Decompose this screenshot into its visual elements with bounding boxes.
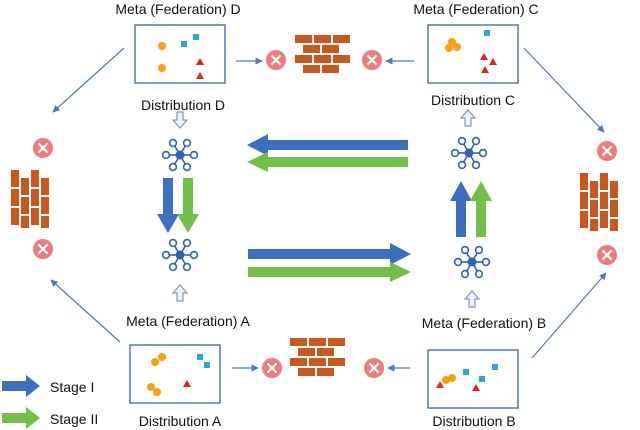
x-circle-icon <box>31 136 55 160</box>
brick-wall-icon <box>11 170 49 228</box>
small-down-arrow-icon <box>172 111 188 129</box>
meta-label-c: Meta (Federation) C <box>413 1 538 17</box>
x-circle-icon <box>31 237 55 261</box>
small-up-arrow-icon <box>460 109 476 127</box>
stage2-arrow <box>177 178 199 233</box>
legend: Stage I Stage II <box>2 375 98 429</box>
network-hub-icon <box>450 136 488 170</box>
stage1-arrow <box>247 134 408 156</box>
stage1-arrow <box>157 178 179 233</box>
legend-stage2-swatch <box>2 407 40 429</box>
x-circle-icon <box>362 356 386 380</box>
distribution-label-b: Distribution B <box>432 413 515 429</box>
x-circle-icon <box>260 356 284 380</box>
brick-wall-icon <box>295 35 350 73</box>
x-circle-icon <box>264 48 288 72</box>
distribution-label-c: Distribution C <box>431 92 515 108</box>
x-circle-icon <box>595 243 619 267</box>
legend-stage2-label: Stage II <box>50 411 98 427</box>
distribution-box-c <box>427 24 519 84</box>
meta-label-a: Meta (Federation) A <box>126 313 250 329</box>
meta-label-b: Meta (Federation) B <box>422 315 547 331</box>
network-hub-icon <box>161 138 199 172</box>
x-circle-icon <box>360 48 384 72</box>
meta-label-d: Meta (Federation) D <box>115 1 240 17</box>
distribution-label-d: Distribution D <box>141 97 225 113</box>
stage1-arrow <box>248 243 411 265</box>
flow-arrows <box>50 47 607 372</box>
distribution-box-a <box>129 344 221 404</box>
stage2-arrow <box>470 181 492 237</box>
distribution-box-d <box>134 24 226 84</box>
distribution-box-b <box>427 349 519 409</box>
network-hub-icon <box>161 238 199 272</box>
stage2-arrow <box>247 152 408 172</box>
legend-stage1-swatch <box>2 375 40 397</box>
x-circle-icon <box>595 139 619 163</box>
small-up-arrow-icon <box>464 290 480 308</box>
small-up-arrow-icon <box>172 284 188 302</box>
brick-wall-icon <box>580 173 618 231</box>
stage2-arrow <box>248 262 411 282</box>
distribution-label-a: Distribution A <box>139 413 222 429</box>
network-hub-icon <box>453 245 491 279</box>
brick-wall-icon <box>290 338 345 376</box>
legend-stage1-label: Stage I <box>50 379 94 395</box>
stage1-arrow <box>450 181 472 237</box>
